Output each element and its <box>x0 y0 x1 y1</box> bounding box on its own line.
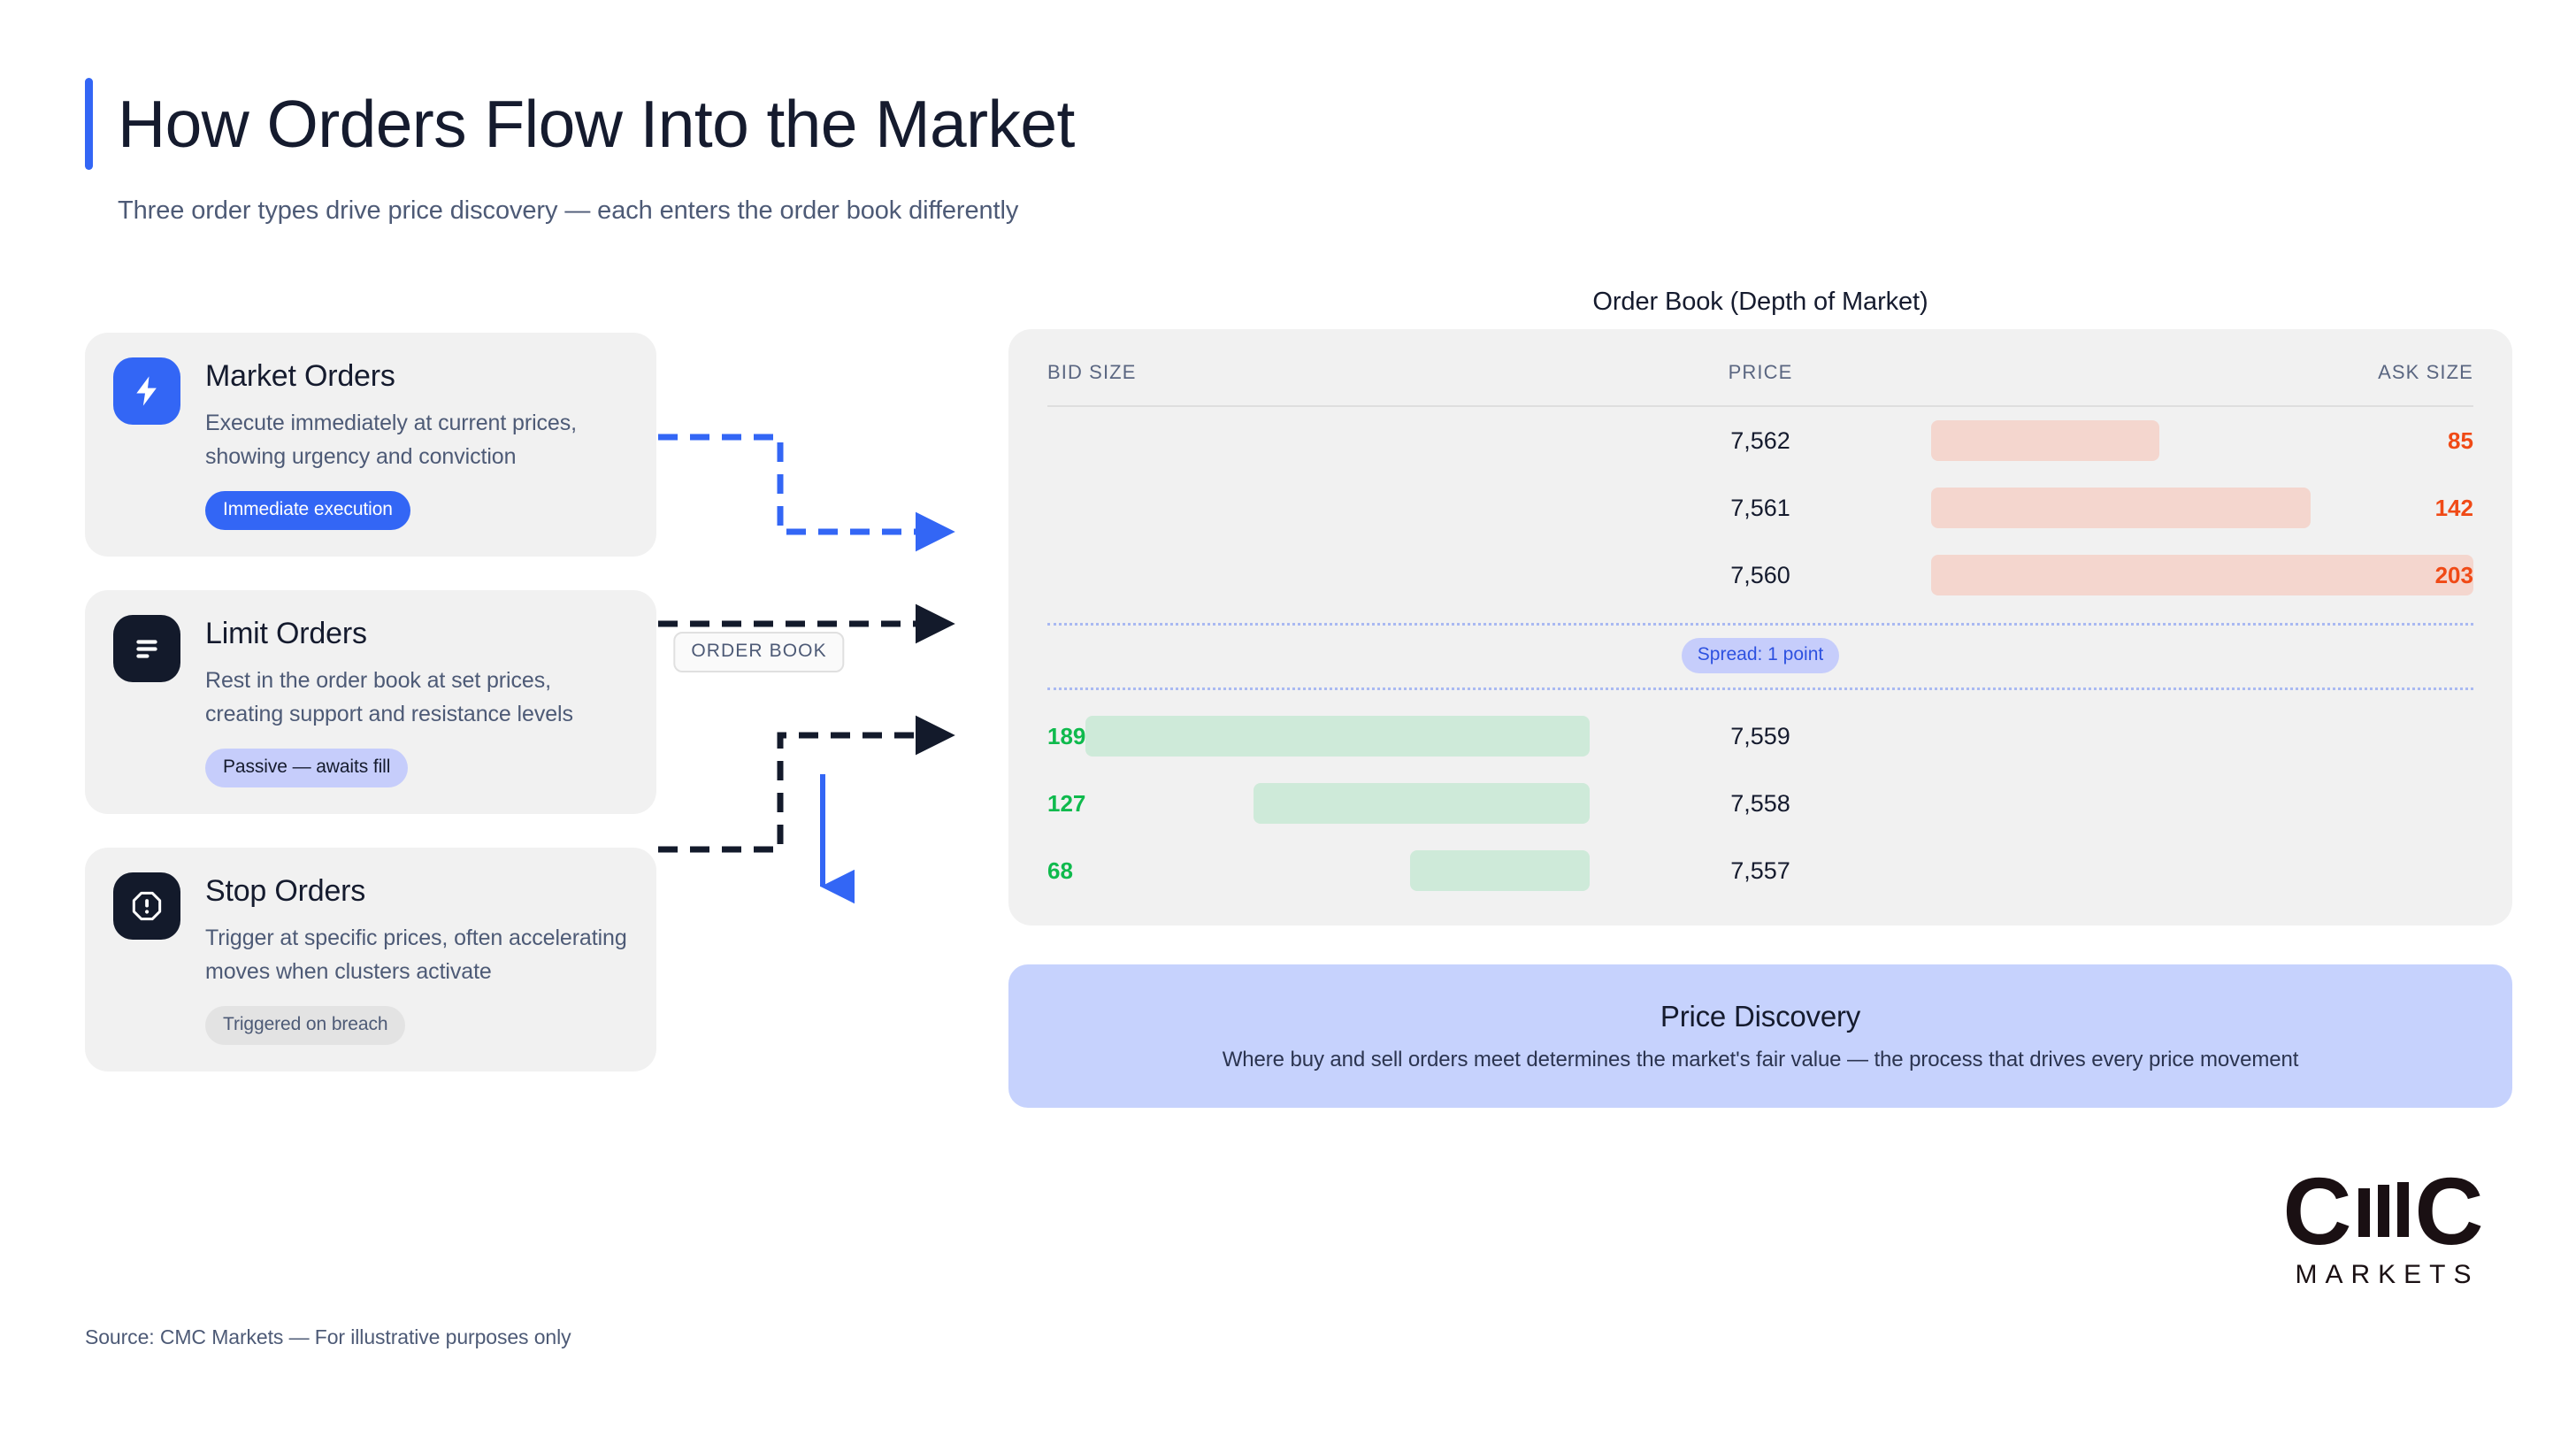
order-types-column: Market Orders Execute immediately at cur… <box>85 333 656 1113</box>
card-title: Market Orders <box>205 359 395 393</box>
logo-letter-c-left: C <box>2282 1156 2352 1264</box>
ask-price: 7,560 <box>1730 561 1790 588</box>
bid-bar-cell: 189 <box>1047 703 1590 770</box>
column-header-ask-size: ASK SIZE <box>2378 361 2473 383</box>
bid-row[interactable]: 189 7,559 <box>1047 703 2473 770</box>
bid-row[interactable]: 68 7,557 <box>1047 837 2473 904</box>
bid-bar-cell: 68 <box>1047 837 1590 904</box>
price-discovery-subtitle: Where buy and sell orders meet determine… <box>1222 1048 2299 1071</box>
card-badge: Immediate execution <box>205 491 410 530</box>
ask-depth-bar <box>1931 555 2473 595</box>
order-book-title: Order Book (Depth of Market) <box>1592 288 1928 316</box>
list-lines-icon <box>113 615 180 682</box>
card-badge: Triggered on breach <box>205 1006 406 1045</box>
bid-rows: 189 7,559 127 7,558 68 7,557 <box>1047 703 2473 904</box>
page-subtitle: Three order types drive price discovery … <box>118 196 1019 225</box>
order-book-header-row: BID SIZE PRICE ASK SIZE <box>1047 361 2473 407</box>
ask-bar-cell: 203 <box>1931 542 2473 609</box>
page-header: How Orders Flow Into the Market Three or… <box>85 78 2473 226</box>
ask-bar-cell: 142 <box>1931 474 2473 542</box>
bid-size: 127 <box>1047 789 1086 817</box>
logo-bar <box>2358 1188 2370 1237</box>
bid-price: 7,557 <box>1730 856 1790 884</box>
title-row: How Orders Flow Into the Market <box>85 78 2473 170</box>
bid-size: 68 <box>1047 856 1073 884</box>
card-description: Rest in the order book at set prices, cr… <box>205 668 573 726</box>
ask-price: 7,562 <box>1730 426 1790 454</box>
card-body: Market Orders Execute immediately at cur… <box>205 357 628 530</box>
octagon-alert-icon <box>113 872 180 940</box>
column-header-price: PRICE <box>1728 361 1793 383</box>
title-accent-bar <box>85 78 93 170</box>
ask-size: 142 <box>2434 494 2473 521</box>
logo-bar <box>2396 1182 2409 1237</box>
spread-line-top <box>1047 623 2473 626</box>
bid-depth-bar <box>1410 850 1590 891</box>
bid-depth-bar <box>1085 716 1590 757</box>
ask-price: 7,561 <box>1730 494 1790 521</box>
lightning-bolt-icon <box>113 357 180 425</box>
bid-row[interactable]: 127 7,558 <box>1047 770 2473 837</box>
flow-connectors <box>658 434 955 904</box>
page-title: How Orders Flow Into the Market <box>118 86 1075 161</box>
bid-price: 7,558 <box>1730 789 1790 817</box>
price-discovery-panel: Price Discovery Where buy and sell order… <box>1008 964 2512 1108</box>
card-description: Trigger at specific prices, often accele… <box>205 926 627 984</box>
connector-market-orders <box>658 434 955 552</box>
logo-letter-c-right: C <box>2414 1156 2484 1264</box>
ask-depth-bar <box>1931 420 2159 461</box>
ask-size: 203 <box>2434 561 2473 588</box>
card-body: Limit Orders Rest in the order book at s… <box>205 615 628 787</box>
column-header-bid-size: BID SIZE <box>1047 361 1137 383</box>
bid-bar-cell: 127 <box>1047 770 1590 837</box>
card-body: Stop Orders Trigger at specific prices, … <box>205 872 628 1045</box>
connector-stop-orders <box>658 715 955 853</box>
card-title: Stop Orders <box>205 874 366 908</box>
spread-divider: Spread: 1 point <box>1047 609 2473 703</box>
ask-bar-cell: 85 <box>1931 407 2473 474</box>
logo-m-bars-icon <box>2358 1182 2409 1240</box>
source-footnote: Source: CMC Markets — For illustrative p… <box>85 1325 571 1348</box>
ask-depth-bar <box>1931 488 2312 528</box>
spread-pill-wrap: Spread: 1 point <box>1047 626 2473 687</box>
order-type-card-market[interactable]: Market Orders Execute immediately at cur… <box>85 333 656 557</box>
ask-row[interactable]: 7,560 203 <box>1047 542 2473 609</box>
bid-price: 7,559 <box>1730 722 1790 749</box>
order-book-flow-label: ORDER BOOK <box>673 632 845 672</box>
ask-size: 85 <box>2448 426 2473 454</box>
card-title: Limit Orders <box>205 617 367 650</box>
card-badge: Passive — awaits fill <box>205 749 409 787</box>
card-description: Execute immediately at current prices, s… <box>205 411 577 469</box>
logo-mark: C C <box>2281 1156 2486 1264</box>
logo-bar <box>2377 1185 2389 1237</box>
price-discovery-title: Price Discovery <box>1660 1000 1861 1033</box>
spread-line-bottom <box>1047 687 2473 690</box>
order-type-card-limit[interactable]: Limit Orders Rest in the order book at s… <box>85 590 656 814</box>
ask-row[interactable]: 7,562 85 <box>1047 407 2473 474</box>
order-type-card-stop[interactable]: Stop Orders Trigger at specific prices, … <box>85 848 656 1071</box>
logo-wordmark: MARKETS <box>2295 1260 2480 1289</box>
bid-size: 189 <box>1047 722 1086 749</box>
cmc-markets-logo: C C MARKETS <box>2281 1156 2486 1290</box>
ask-row[interactable]: 7,561 142 <box>1047 474 2473 542</box>
ask-rows: 7,562 85 7,561 142 7,560 203 <box>1047 407 2473 609</box>
bid-depth-bar <box>1253 783 1590 824</box>
spread-badge: Spread: 1 point <box>1681 638 1840 673</box>
